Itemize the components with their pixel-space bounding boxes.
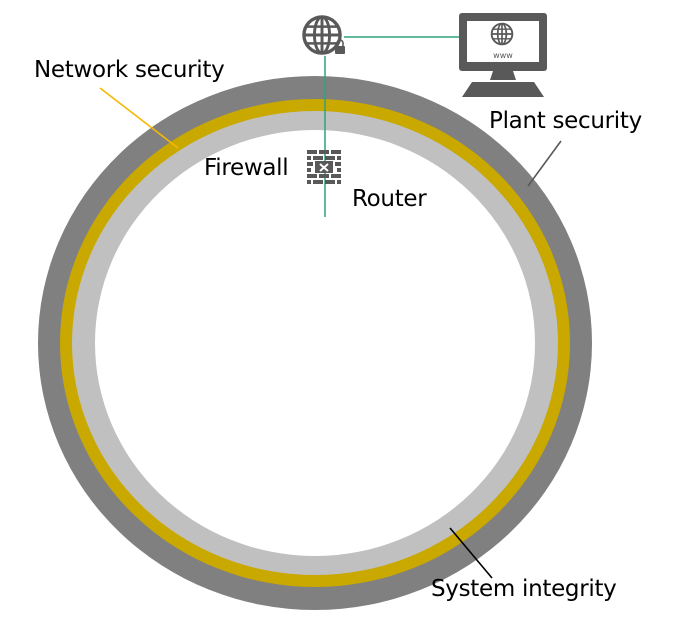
secure-globe-icon xyxy=(302,15,345,55)
network-security-leader xyxy=(99,87,179,149)
firewall-icon xyxy=(307,150,341,184)
system-integrity-leader xyxy=(449,527,493,579)
router-label: Router xyxy=(352,186,427,212)
www-monitor-icon: www xyxy=(459,13,547,97)
network-security-label: Network security xyxy=(34,57,225,83)
plant-security-leader xyxy=(527,140,562,187)
firewall-label: Firewall xyxy=(204,155,289,181)
inner-plant-area xyxy=(95,130,535,556)
plant-security-label: Plant security xyxy=(489,108,642,134)
system-integrity-label: System integrity xyxy=(431,576,617,602)
www-text: www xyxy=(493,51,513,60)
